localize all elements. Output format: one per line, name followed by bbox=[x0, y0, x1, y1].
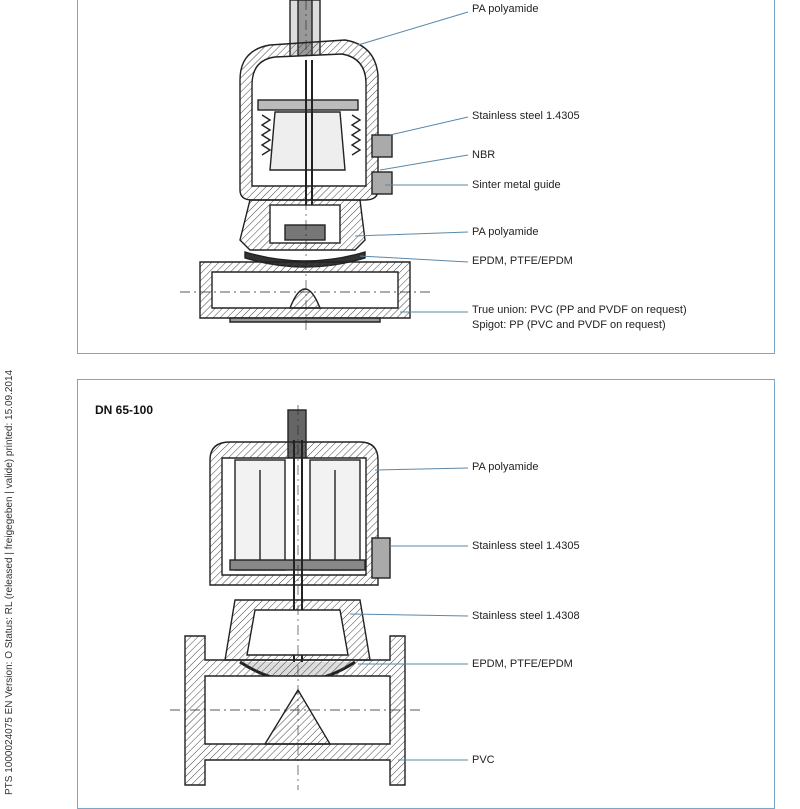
label-stainless-steel-top: Stainless steel 1.4305 bbox=[472, 110, 580, 122]
label-true-union: True union: PVC (PP and PVDF on request) bbox=[472, 304, 687, 316]
bottom-leader-lines bbox=[349, 467, 469, 761]
bottom-valve-drawing bbox=[170, 405, 420, 790]
label-pvc: PVC bbox=[472, 754, 495, 766]
label-spigot: Spigot: PP (PVC and PVDF on request) bbox=[472, 319, 666, 331]
label-stainless-steel-4305: Stainless steel 1.4305 bbox=[472, 540, 580, 552]
label-stainless-steel-4308: Stainless steel 1.4308 bbox=[472, 610, 580, 622]
top-drawing-frame bbox=[77, 0, 775, 354]
bottom-drawing-frame bbox=[77, 379, 775, 809]
top-leader-lines bbox=[354, 11, 469, 313]
top-valve-drawing bbox=[180, 0, 430, 330]
label-pa-polyamide-top: PA polyamide bbox=[472, 3, 539, 15]
label-nbr: NBR bbox=[472, 149, 496, 161]
label-pa-polyamide-2: PA polyamide bbox=[472, 226, 539, 238]
section-title-dn: DN 65-100 bbox=[95, 403, 154, 417]
label-pa-polyamide-bottom: PA polyamide bbox=[472, 461, 539, 473]
label-sinter-metal-guide: Sinter metal guide bbox=[472, 179, 561, 191]
label-epdm-bottom: EPDM, PTFE/EPDM bbox=[472, 658, 573, 670]
label-epdm-top: EPDM, PTFE/EPDM bbox=[472, 255, 573, 267]
